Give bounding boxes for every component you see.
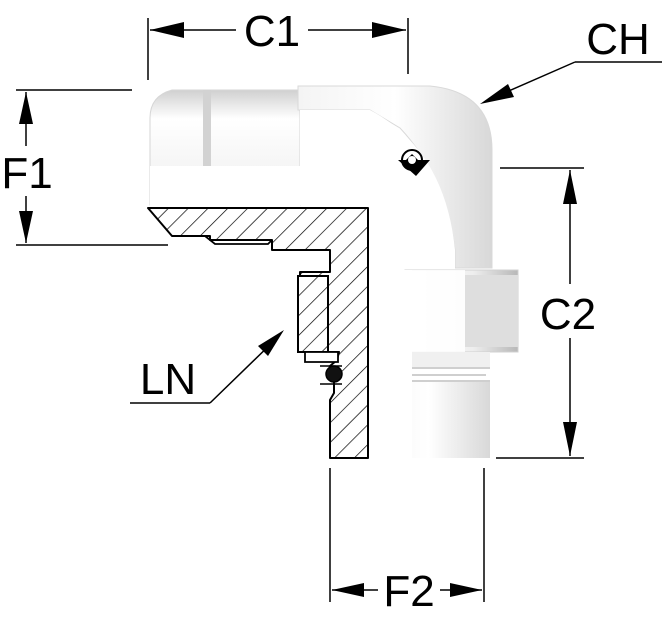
leader-ch bbox=[480, 61, 662, 104]
label-ln: LN bbox=[140, 355, 196, 404]
fitting-body bbox=[149, 85, 519, 458]
label-f2: F2 bbox=[383, 567, 434, 614]
dimension-c2 bbox=[496, 167, 584, 459]
dimension-f2 bbox=[329, 468, 485, 602]
leader-ln bbox=[130, 330, 284, 404]
o-ring bbox=[325, 365, 343, 383]
label-f1: F1 bbox=[1, 149, 52, 198]
label-c1: C1 bbox=[244, 7, 300, 56]
section-cut bbox=[147, 207, 369, 459]
dimension-c1 bbox=[147, 18, 409, 80]
label-c2: C2 bbox=[540, 290, 596, 339]
dimension-f1 bbox=[16, 89, 168, 246]
brand-logo-icon bbox=[398, 149, 430, 176]
label-ch: CH bbox=[586, 15, 650, 64]
